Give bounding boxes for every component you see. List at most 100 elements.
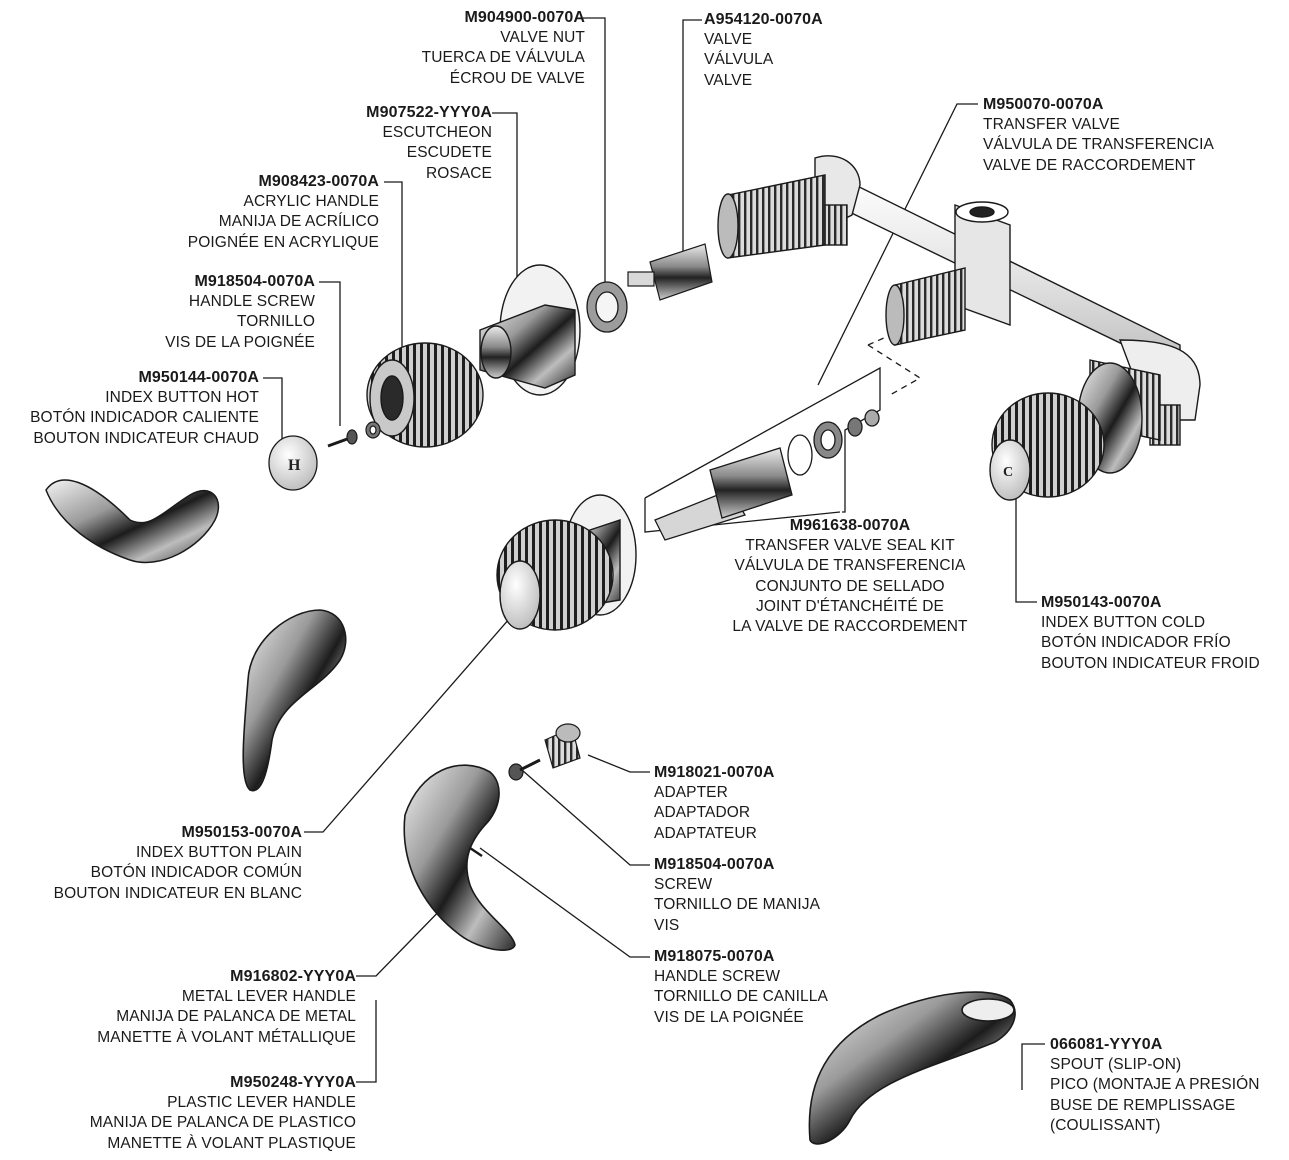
- description-fr: BOUTON INDICATEUR FROID: [1041, 654, 1260, 672]
- leader-metal-lever-handle: [356, 899, 451, 977]
- leader-adapter: [587, 754, 650, 773]
- leader-handle-screw-top: [319, 281, 341, 426]
- callout-valve: A954120-0070A VALVE VÁLVULA VALVE: [704, 10, 823, 91]
- description-es: TORNILLO: [236, 313, 315, 331]
- description-es: VÁLVULA: [704, 51, 774, 69]
- part-number: M918021-0070A: [654, 764, 775, 781]
- callout-transfer-valve-seal-kit: M961638-0070A TRANSFER VALVE SEAL KIT VÁ…: [712, 516, 988, 637]
- acrylic-handle-part: [366, 342, 484, 448]
- screw-part: [508, 758, 541, 781]
- escutcheon-part: [479, 264, 581, 396]
- leader-handle-screw-lower: [479, 847, 650, 958]
- description-fr: BUSE DE REMPLISSAGE: [1050, 1096, 1236, 1114]
- plastic-lever-handle-part: [242, 609, 347, 792]
- description-es: TORNILLO DE MANIJA: [654, 896, 821, 914]
- callout-screw: M918504-0070A SCREW TORNILLO DE MANIJA V…: [654, 855, 820, 936]
- leader-seal-kit-bracket: [644, 498, 841, 533]
- description-en: TRANSFER VALVE: [983, 116, 1120, 134]
- part-number: M950070-0070A: [983, 96, 1104, 113]
- callout-adapter: M918021-0070A ADAPTER ADAPTADOR ADAPTATE…: [654, 763, 775, 844]
- description-en: INDEX BUTTON HOT: [105, 389, 259, 407]
- description-en: TRANSFER VALVE SEAL KIT: [745, 537, 955, 555]
- part-number: M961638-0070A: [789, 517, 911, 534]
- description-es: VÁLVULA DE TRANSFERENCIA: [734, 557, 966, 575]
- description-en: VALVE NUT: [500, 29, 585, 47]
- description-es: ESCUDETE: [406, 144, 492, 162]
- description-en: INDEX BUTTON PLAIN: [135, 844, 302, 862]
- description-en: SCREW: [654, 876, 713, 894]
- part-number: M950143-0070A: [1041, 594, 1162, 611]
- description-en: METAL LEVER HANDLE: [181, 988, 356, 1006]
- description-fr: ÉCROU DE VALVE: [449, 69, 585, 87]
- leader-plastic-lever-handle: [356, 1000, 377, 1083]
- callout-metal-lever-handle: M916802-YYY0A METAL LEVER HANDLE MANIJA …: [97, 967, 356, 1048]
- description-fr: VALVE: [704, 71, 753, 89]
- callout-escutcheon: M907522-YYY0A ESCUTCHEON ESCUDETE ROSACE: [366, 103, 492, 184]
- description-es: TORNILLO DE CANILLA: [654, 988, 828, 1006]
- middle-handle-part: [496, 494, 637, 631]
- description-fr: MANETTE À VOLANT MÉTALLIQUE: [97, 1028, 356, 1046]
- description-fr: VIS DE LA POIGNÉE: [165, 333, 315, 351]
- description-es: VÁLVULA DE TRANSFERENCIA: [983, 136, 1214, 154]
- part-number: M916802-YYY0A: [230, 968, 356, 985]
- part-number: M918504-0070A: [194, 273, 315, 290]
- description-en: HANDLE SCREW: [188, 293, 315, 311]
- leader-valve-nut: [583, 17, 606, 282]
- description-fr: BOUTON INDICATEUR EN BLANC: [53, 884, 302, 902]
- leader-index-button-hot: [263, 377, 283, 450]
- description-fr: POIGNÉE EN ACRYLIQUE: [187, 233, 379, 251]
- description-en: ADAPTER: [654, 784, 728, 802]
- callout-index-button-plain: M950153-0070A INDEX BUTTON PLAIN BOTÓN I…: [54, 823, 302, 904]
- valve-nut-part: [586, 281, 628, 333]
- description-en: VALVE: [704, 31, 753, 49]
- index-mark-hot: H: [288, 457, 301, 474]
- description-fr: MANETTE À VOLANT PLASTIQUE: [107, 1134, 356, 1152]
- description-en: INDEX BUTTON COLD: [1041, 614, 1206, 632]
- part-number: M918504-0070A: [654, 856, 775, 873]
- leader-acrylic-handle: [384, 181, 403, 352]
- right-handle-part: C: [989, 362, 1143, 501]
- description-es: MANIJA DE PALANCA DE PLASTICO: [89, 1114, 356, 1132]
- description-fr: VIS DE LA POIGNÉE: [654, 1008, 804, 1026]
- lever-handle-top-part: [45, 479, 220, 564]
- spout-part: [808, 991, 1016, 1145]
- valve-cartridge-part: [627, 243, 713, 301]
- callout-handle-screw-top: M918504-0070A HANDLE SCREW TORNILLO VIS …: [165, 272, 315, 353]
- callout-acrylic-handle: M908423-0070A ACRYLIC HANDLE MANIJA DE A…: [188, 172, 379, 253]
- index-mark-cold: C: [1003, 465, 1013, 480]
- description-en: ACRYLIC HANDLE: [243, 193, 379, 211]
- callout-handle-screw-lower: M918075-0070A HANDLE SCREW TORNILLO DE C…: [654, 947, 828, 1028]
- callout-spout: 066081-YYY0A SPOUT (SLIP-ON) PICO (MONTA…: [1050, 1035, 1260, 1136]
- leader-index-button-cold: [1015, 478, 1037, 603]
- description-fr-2: LA VALVE DE RACCORDEMENT: [732, 618, 968, 636]
- description-fr: ADAPTATEUR: [654, 824, 757, 842]
- adapter-part: [544, 723, 581, 769]
- description-en: HANDLE SCREW: [654, 968, 781, 986]
- description-fr: VIS: [654, 916, 680, 934]
- description-es: ADAPTADOR: [654, 804, 751, 822]
- leader-seal-kit: [644, 366, 881, 513]
- part-number: M908423-0070A: [258, 173, 379, 190]
- description-fr: BOUTON INDICATEUR CHAUD: [33, 429, 259, 447]
- metal-lever-handle-part: [403, 764, 516, 951]
- description-es: MANIJA DE PALANCA DE METAL: [116, 1008, 356, 1026]
- part-number: M950153-0070A: [181, 824, 302, 841]
- part-number: M950248-YYY0A: [230, 1074, 356, 1091]
- part-number: M950144-0070A: [138, 369, 259, 386]
- description-en: ESCUTCHEON: [382, 124, 492, 142]
- description-fr: ROSACE: [425, 164, 492, 182]
- callout-transfer-valve: M950070-0070A TRANSFER VALVE VÁLVULA DE …: [983, 95, 1214, 176]
- leader-index-button-plain: [304, 617, 511, 833]
- part-number: M904900-0070A: [464, 9, 585, 26]
- leader-transfer-valve: [817, 103, 978, 386]
- handle-screw-top-part: [327, 421, 381, 448]
- part-number: M918075-0070A: [654, 948, 775, 965]
- index-button-hot-part: H: [268, 435, 318, 491]
- transfer-valve-cartridge-part: [654, 409, 880, 541]
- valve-body: [717, 155, 1201, 446]
- description-es: TUERCA DE VÁLVULA: [421, 49, 585, 67]
- description-fr-2: (COULISSANT): [1050, 1116, 1161, 1134]
- description-en: PLASTIC LEVER HANDLE: [167, 1094, 356, 1112]
